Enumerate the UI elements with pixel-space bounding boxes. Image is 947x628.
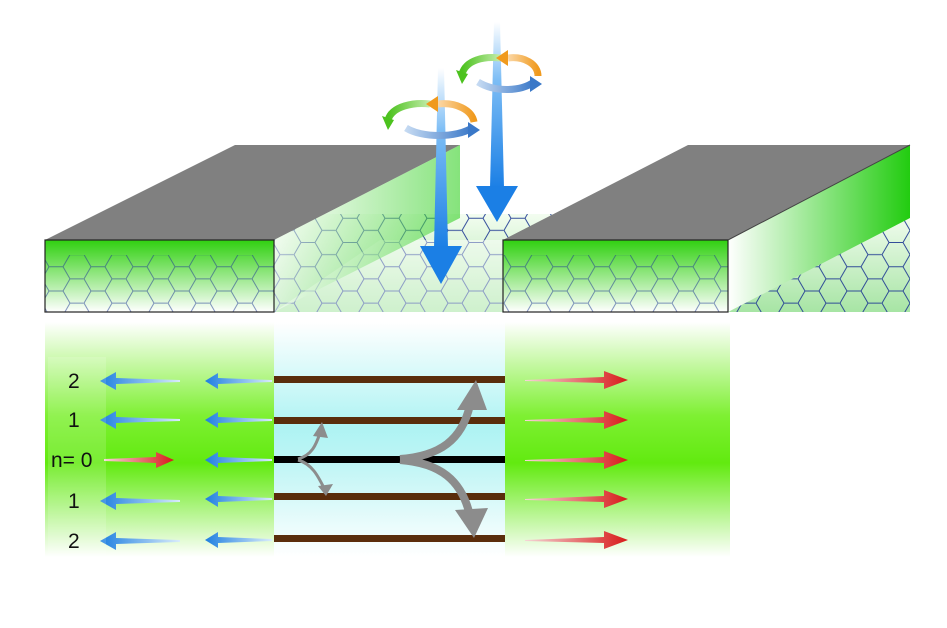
left-lead-region: [45, 322, 274, 557]
mode-labels: 2 1 n= 0 1 2: [48, 357, 106, 562]
device-3d: [44, 22, 911, 313]
left-contact-front-lattice: [45, 255, 274, 312]
incoming-arrow-icon: [104, 452, 174, 468]
transmitted-arrow-icon: [525, 371, 628, 549]
rotation-arrow-icon: [456, 50, 542, 93]
mode-label-1-bottom: 1: [68, 490, 80, 513]
right-contact-front-lattice: [503, 255, 728, 312]
mode-label-2-bottom: 2: [68, 530, 80, 553]
left-contact-outline: [44, 239, 275, 313]
right-contact-top: [503, 145, 910, 240]
scattering-arrow-icon: [297, 404, 474, 517]
mode-label-0: n= 0: [51, 449, 92, 472]
right-contact-side: [728, 145, 910, 312]
level-2-top: [274, 376, 505, 383]
mode-diagram: 2 1 n= 0 1 2: [45, 322, 730, 562]
incident-beam-arrow-icon: [476, 22, 518, 222]
reflected-arrow-icon: [100, 372, 272, 550]
left-contact-side: [274, 145, 460, 312]
level-0: [274, 456, 505, 463]
right-contact-outline: [502, 239, 729, 313]
mode-label-1-top: 1: [68, 409, 80, 432]
right-lead-region: [505, 322, 730, 557]
incident-beam-arrow-icon: [420, 68, 462, 284]
scattering-arrowhead-icon: [313, 380, 488, 538]
channel-floor: [274, 240, 520, 312]
rotation-arrow-icon: [382, 96, 480, 139]
left-contact-top: [45, 145, 460, 240]
level-2-bottom: [274, 535, 505, 542]
level-1-top: [274, 417, 505, 424]
level-1-bottom: [274, 493, 505, 500]
mode-label-2-top: 2: [68, 370, 80, 393]
